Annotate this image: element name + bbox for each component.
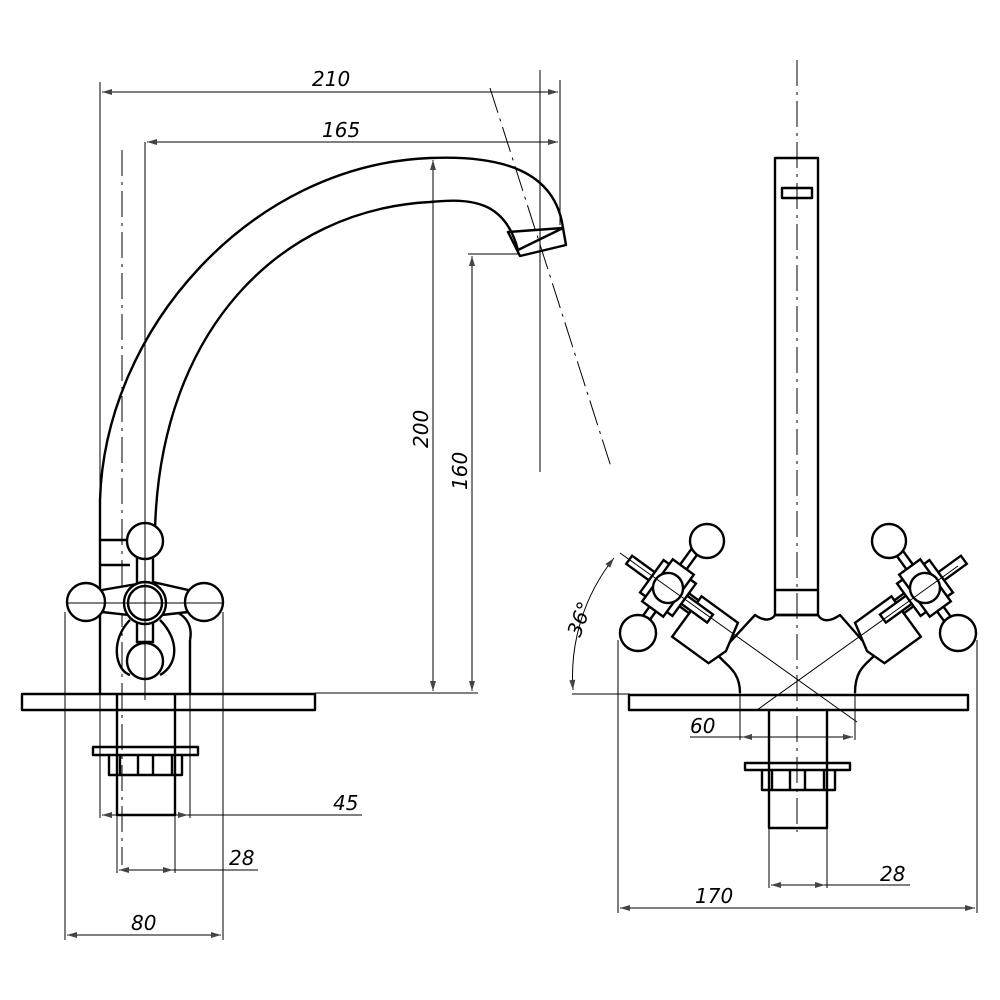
column-outlet — [780, 186, 814, 200]
spout-aerator — [506, 226, 568, 258]
side-view: 210 165 200 160 45 28 80 — [20, 67, 613, 940]
handle-knob — [688, 522, 726, 560]
washer — [743, 761, 852, 772]
dim-210: 210 — [312, 67, 350, 91]
handle-knob — [938, 613, 978, 653]
dim-165: 165 — [322, 118, 360, 142]
dim-60: 60 — [690, 714, 715, 738]
nut — [760, 770, 837, 792]
dim-200: 200 — [409, 410, 433, 448]
washer — [91, 745, 200, 757]
dim-arc-36 — [569, 557, 615, 691]
dim-45: 45 — [333, 791, 358, 815]
handle-collar — [115, 619, 176, 677]
handle-knob — [618, 613, 658, 653]
front-view: 36° 60 28 170 — [562, 60, 978, 913]
dim-160: 160 — [448, 452, 472, 490]
spout-axis — [489, 87, 613, 471]
dim-170: 170 — [695, 884, 733, 908]
deck — [627, 693, 970, 712]
dim-80: 80 — [131, 911, 156, 935]
body — [716, 613, 877, 694]
body — [98, 538, 192, 693]
right-valve — [853, 545, 969, 665]
dim-28-side: 28 — [229, 846, 254, 870]
nut — [107, 755, 184, 777]
deck — [20, 692, 317, 712]
spout — [98, 156, 565, 560]
handle-knob — [870, 522, 908, 560]
left-valve — [624, 545, 740, 665]
dim-28-front: 28 — [880, 862, 905, 886]
dim-36-deg: 36° — [562, 598, 597, 640]
